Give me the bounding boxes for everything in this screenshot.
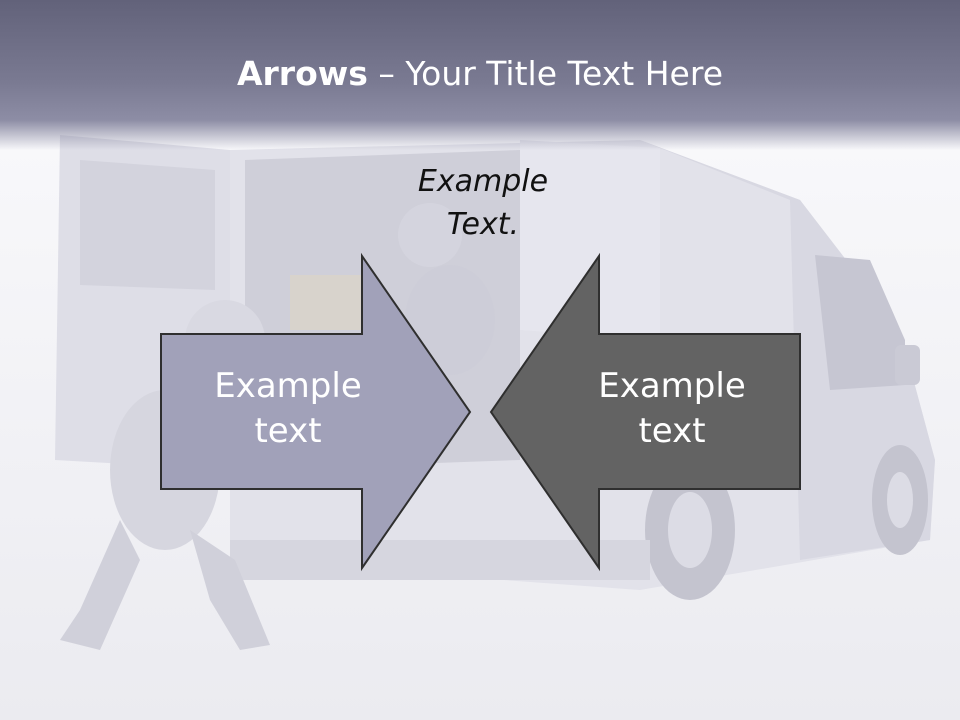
callout-line-2: Text.	[446, 207, 520, 242]
slide-title: Arrows – Your Title Text Here	[0, 54, 960, 93]
left-arrow-line-2: text	[254, 411, 322, 451]
left-arrow-line-1: Example	[214, 366, 362, 406]
right-arrow-line-1: Example	[598, 366, 746, 406]
title-rest: – Your Title Text Here	[367, 54, 723, 93]
title-bold: Arrows	[236, 54, 368, 93]
right-arrow-line-2: text	[638, 411, 706, 451]
right-arrow-text: Example text	[545, 364, 799, 454]
left-pointing-arrow	[489, 252, 801, 572]
left-arrow-text: Example text	[161, 364, 415, 454]
right-pointing-arrow	[160, 252, 472, 572]
title-band	[0, 0, 960, 150]
callout-line-1: Example	[417, 164, 549, 199]
callout-text: Example Text.	[383, 160, 583, 246]
